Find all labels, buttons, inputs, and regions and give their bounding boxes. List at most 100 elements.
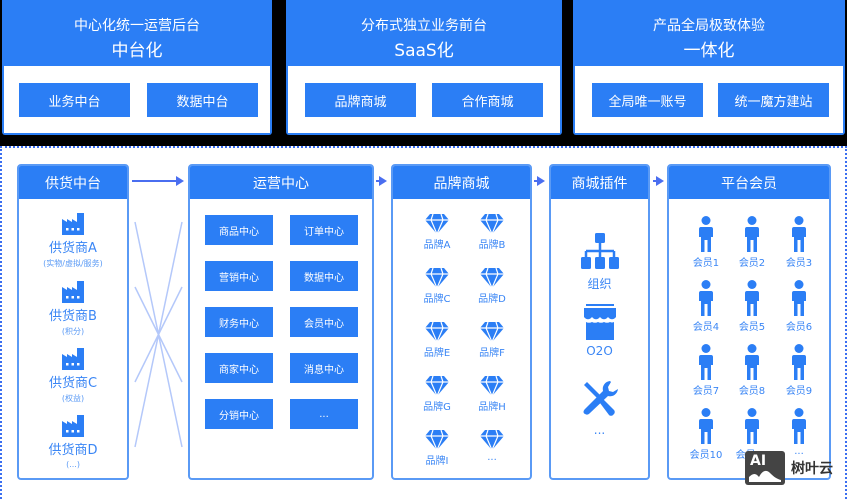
plugin-label: O2O (586, 344, 613, 358)
top-card-title: 中台化 (111, 41, 163, 61)
diamond-icon (425, 322, 449, 342)
member-label: 会员1 (692, 258, 720, 269)
member-item[interactable]: 会员6 (776, 280, 822, 333)
supplier-note: (积分) (61, 327, 85, 336)
person-icon (792, 280, 806, 316)
brand-label: 品牌G (423, 402, 451, 413)
member-item[interactable]: 会员8 (729, 344, 775, 397)
member-label: 会员7 (692, 386, 720, 397)
diamond-icon (425, 268, 449, 288)
top-card-body: 业务中台 数据中台 (4, 66, 270, 133)
brand-item[interactable]: 品牌C (412, 268, 462, 305)
member-item[interactable]: 会员4 (683, 280, 729, 333)
person-icon (792, 344, 806, 380)
factory-icon (62, 415, 84, 437)
supplier-name: 供货商B (49, 309, 97, 324)
plugin-item-org[interactable]: 组织 (551, 233, 648, 292)
partner-mall-button[interactable]: 合作商城 (432, 83, 543, 117)
member-item[interactable]: 会员9 (776, 344, 822, 397)
top-card-title: SaaS化 (394, 41, 454, 61)
supplier-item[interactable]: 供货商D (...) (19, 415, 127, 469)
member-label: 会员2 (738, 258, 766, 269)
member-item[interactable]: 会员3 (776, 216, 822, 269)
supplier-name: 供货商A (49, 241, 97, 256)
merchant-center-button[interactable]: 商家中心 (205, 353, 273, 383)
member-item[interactable]: 会员1 (683, 216, 729, 269)
brand-label: 品牌A (423, 240, 451, 251)
person-icon (745, 408, 759, 444)
member-item[interactable]: 会员2 (729, 216, 775, 269)
plugin-item-o2o[interactable]: O2O (551, 304, 648, 358)
org-chart-icon (580, 233, 619, 269)
person-icon (745, 280, 759, 316)
magic-cube-site-button[interactable]: 统一魔方建站 (718, 83, 829, 117)
supplier-item[interactable]: 供货商A (实物/虚拟/服务) (19, 213, 127, 269)
brand-item[interactable]: 品牌D (467, 268, 517, 305)
plugins-column: 商城插件 组织 O2O ... (549, 164, 650, 480)
operations-column-title: 运营中心 (190, 166, 372, 199)
factory-icon (62, 348, 84, 370)
tools-icon (583, 381, 618, 416)
member-label: 会员6 (785, 322, 813, 333)
person-icon (745, 344, 759, 380)
member-center-button[interactable]: 会员中心 (290, 307, 358, 337)
top-card-subtitle: 中心化统一运营后台 (74, 18, 200, 34)
member-label: 会员4 (692, 322, 720, 333)
watermark: AI 树叶云 (745, 451, 833, 485)
brand-item[interactable]: 品牌H (467, 376, 517, 413)
brand-item[interactable]: 品牌A (412, 214, 462, 251)
brand-label: 品牌C (423, 294, 451, 305)
supplier-note: (实物/虚拟/服务) (43, 259, 103, 268)
marketing-center-button[interactable]: 营销中心 (205, 261, 273, 291)
person-icon (792, 408, 806, 444)
storefront-icon (583, 304, 616, 340)
brand-item[interactable]: 品牌G (412, 376, 462, 413)
order-center-button[interactable]: 订单中心 (290, 215, 358, 245)
top-card-zhongtai: 中心化统一运营后台 中台化 业务中台 数据中台 (2, 0, 272, 135)
member-label: 会员8 (738, 386, 766, 397)
factory-icon (62, 213, 84, 235)
brand-item[interactable]: 品牌B (467, 214, 517, 251)
member-item[interactable]: 会员5 (729, 280, 775, 333)
brand-item[interactable]: 品牌F (467, 322, 517, 359)
distribution-center-button[interactable]: 分销中心 (205, 399, 273, 429)
watermark-brand: 树叶云 (791, 461, 833, 477)
finance-center-button[interactable]: 财务中心 (205, 307, 273, 337)
brand-item[interactable]: ... (467, 430, 517, 463)
more-centers-button[interactable]: ... (290, 399, 358, 429)
member-item[interactable]: 会员10 (683, 408, 729, 461)
members-column: 平台会员 会员1 会员2 会员3 会员4 会员5 会员6 会员7 会员8 会员9… (667, 164, 831, 480)
top-card-subtitle: 产品全局极致体验 (653, 18, 765, 34)
plugin-item-more[interactable]: ... (551, 379, 648, 437)
business-zhongtai-button[interactable]: 业务中台 (19, 83, 130, 117)
supply-column-title: 供货中台 (19, 166, 127, 199)
diamond-icon (425, 376, 449, 396)
member-item[interactable]: 会员7 (683, 344, 729, 397)
data-zhongtai-button[interactable]: 数据中台 (147, 83, 258, 117)
diamond-icon (480, 376, 504, 396)
person-icon (699, 344, 713, 380)
brand-mall-button[interactable]: 品牌商城 (305, 83, 416, 117)
supplier-item[interactable]: 供货商B (积分) (19, 281, 127, 337)
brand-label: 品牌E (423, 348, 451, 359)
member-label: 会员3 (785, 258, 813, 269)
plugin-label: 组织 (587, 277, 612, 291)
operations-column: 运营中心 商品中心 订单中心 营销中心 数据中心 财务中心 会员中心 商家中心 … (188, 164, 374, 480)
brand-item[interactable]: 品牌E (412, 322, 462, 359)
supplier-item[interactable]: 供货商C (权益) (19, 348, 127, 404)
product-center-button[interactable]: 商品中心 (205, 215, 273, 245)
data-center-button[interactable]: 数据中心 (290, 261, 358, 291)
factory-icon (62, 281, 84, 303)
brand-item[interactable]: 品牌I (412, 430, 462, 467)
supply-column: 供货中台 供货商A (实物/虚拟/服务) 供货商B (积分) 供货商C (权益)… (17, 164, 129, 480)
arrow-plugin-to-member (653, 176, 664, 186)
member-item[interactable]: ... (776, 408, 822, 457)
plugin-label: ... (593, 423, 606, 437)
person-icon (699, 216, 713, 252)
members-column-title: 平台会员 (669, 166, 829, 199)
top-card-title: 一体化 (683, 41, 735, 61)
global-account-button[interactable]: 全局唯一账号 (592, 83, 703, 117)
brand-label: 品牌B (478, 240, 506, 251)
message-center-button[interactable]: 消息中心 (290, 353, 358, 383)
